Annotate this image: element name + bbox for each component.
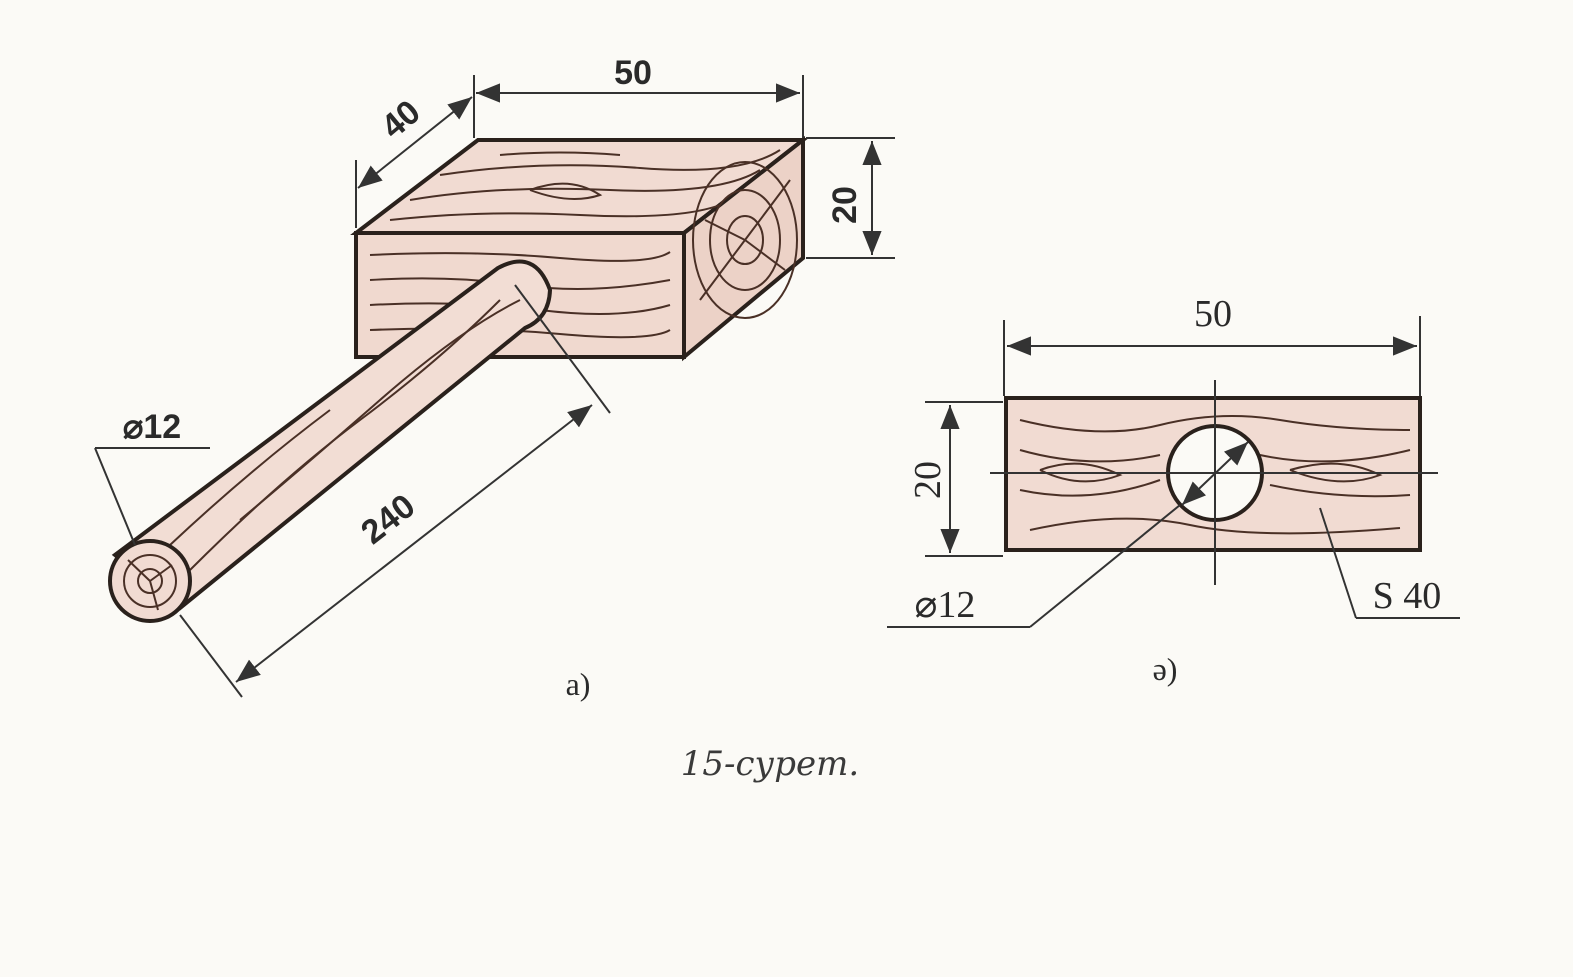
dim-width-a-label: 50 (614, 54, 652, 92)
isometric-view: 50 40 20 240 ⌀12 a) (94, 54, 895, 702)
dim-height-b-label: 20 (907, 461, 949, 499)
dim-thickness-b: S 40 (1319, 507, 1460, 619)
section-view: 50 20 ⌀12 S 40 ә) (887, 293, 1460, 687)
dim-diameter-b-label: ⌀12 (915, 584, 976, 626)
figure-caption: 15-сурет. (681, 744, 859, 784)
dim-length-a-label: 240 (354, 487, 422, 552)
side-end-grain (692, 161, 798, 319)
dim-height-a: 20 (806, 137, 895, 259)
view-a-label: a) (566, 666, 591, 702)
dim-width-b: 50 (1003, 293, 1421, 396)
dim-height-a-label: 20 (826, 186, 864, 224)
dim-diameter-a: ⌀12 (94, 408, 210, 546)
top-grain (389, 149, 781, 221)
section-grain (1019, 415, 1411, 535)
dim-height-b: 20 (907, 401, 1003, 557)
dim-width-a: 50 (473, 54, 804, 138)
dim-diameter-a-label: ⌀12 (123, 408, 181, 446)
dim-diameter-b: ⌀12 (887, 504, 1181, 628)
dim-thickness-b-label: S 40 (1373, 575, 1442, 617)
dim-width-b-label: 50 (1194, 293, 1232, 335)
view-b-label: ә) (1153, 651, 1178, 687)
